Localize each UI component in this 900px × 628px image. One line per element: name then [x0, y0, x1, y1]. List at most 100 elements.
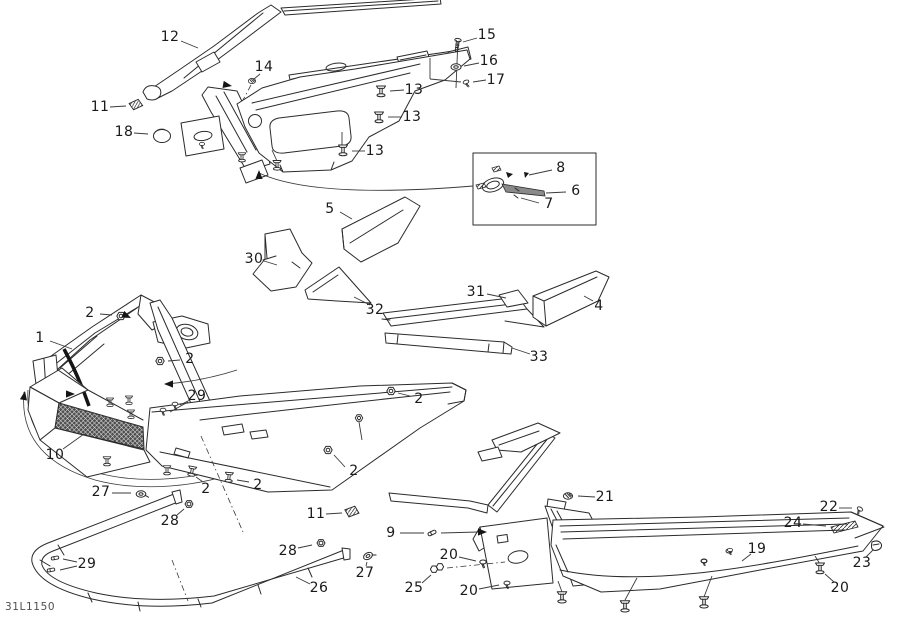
callout-label-7: 7 — [544, 196, 553, 212]
fastener-glyph-hex — [386, 386, 396, 396]
wedge-part-4 — [532, 270, 610, 327]
callout-label-19: 19 — [748, 541, 767, 557]
leader-curve — [258, 172, 474, 191]
fastener-glyph-pin — [50, 555, 60, 561]
fastener-glyph-cap — [153, 128, 171, 143]
leader-line — [478, 584, 500, 590]
pointer-arrowhead-icon — [164, 380, 173, 388]
callout-label-20: 20 — [831, 580, 850, 596]
leader-line — [824, 573, 835, 583]
callout-label-27: 27 — [92, 484, 111, 500]
assembly-stub-line — [440, 531, 479, 534]
assembly-stub-line — [429, 78, 462, 83]
leader-line — [49, 340, 73, 350]
leader-line — [62, 433, 85, 450]
leader-line — [99, 313, 113, 316]
callout-label-1: 1 — [35, 330, 44, 346]
fastener-glyph-screwtop — [562, 492, 574, 500]
leader-line — [545, 191, 567, 194]
bracket-part-30 — [252, 228, 313, 292]
callout-label-22: 22 — [820, 499, 839, 515]
callout-label-9: 9 — [386, 525, 395, 541]
leader-line — [195, 476, 204, 483]
callout-label-20: 20 — [460, 583, 479, 599]
callout-label-27: 27 — [356, 565, 375, 581]
panel-part-32 — [304, 266, 372, 304]
windshield-trim-part-12 — [142, 0, 442, 101]
callout-label-13: 13 — [366, 143, 385, 159]
leader-line — [511, 347, 531, 355]
callout-label-33: 33 — [530, 349, 549, 365]
callout-label-2: 2 — [414, 391, 423, 407]
callout-label-8: 8 — [556, 160, 565, 176]
callout-label-2: 2 — [85, 305, 94, 321]
bottom-pan-part-19 — [388, 422, 885, 593]
fastener-glyph-flanged — [698, 596, 710, 609]
fastener-glyph-flanged — [619, 600, 631, 613]
fastener-glyph-nut — [184, 500, 194, 508]
leader-line — [472, 79, 487, 83]
callout-label-20: 20 — [440, 547, 459, 563]
alignment-dash-line — [171, 559, 189, 602]
assembly-stub-line — [557, 580, 563, 593]
callout-label-18: 18 — [115, 124, 134, 140]
fastener-glyph-small — [854, 505, 864, 516]
leader-line — [333, 454, 346, 468]
callout-label-30: 30 — [245, 251, 264, 267]
callout-label-28: 28 — [279, 543, 298, 559]
callout-label-5: 5 — [325, 201, 334, 217]
leader-line — [263, 260, 278, 266]
grip-strip-part-24 — [830, 520, 859, 534]
leader-line — [389, 89, 405, 92]
leader-line — [176, 508, 185, 516]
fastener-glyph-flanged — [162, 465, 172, 476]
callout-label-17: 17 — [487, 72, 506, 88]
front-bumper-part-1 — [23, 294, 467, 493]
assembly-stub-line — [358, 421, 363, 441]
assembly-stub-line — [703, 575, 713, 598]
callout-label-23: 23 — [853, 555, 872, 571]
fastener-glyph-screwtop — [247, 78, 257, 84]
leader-line — [397, 392, 411, 397]
callout-label-2: 2 — [185, 351, 194, 367]
fastener-glyph-dblnut — [429, 563, 445, 573]
callout-label-10: 10 — [46, 447, 65, 463]
trim-strip-part-33 — [384, 332, 513, 355]
callout-label-15: 15 — [478, 27, 497, 43]
callout-label-14: 14 — [255, 59, 274, 75]
callout-label-13: 13 — [405, 82, 424, 98]
assembly-stub-line — [271, 149, 278, 162]
callout-label-12: 12 — [161, 29, 180, 45]
alignment-dash-line — [242, 84, 252, 101]
leader-line — [59, 565, 78, 571]
leader-line — [486, 293, 507, 299]
fastener-glyph-nutw — [135, 490, 149, 498]
side-panel-part-5 — [341, 196, 421, 263]
callout-label-31: 31 — [467, 284, 486, 300]
fastener-glyph-flanged — [815, 562, 825, 575]
callout-label-4: 4 — [594, 298, 603, 314]
leader-line — [109, 105, 127, 108]
callout-label-29: 29 — [188, 388, 207, 404]
fastener-glyph-washer — [450, 63, 462, 71]
leader-line — [421, 574, 432, 584]
leader-line — [236, 479, 250, 483]
leader-line — [169, 401, 189, 413]
pointer-arrowhead-icon — [19, 390, 29, 401]
callout-label-29: 29 — [78, 556, 97, 572]
leader-line — [741, 553, 752, 562]
fastener-glyph-clip — [344, 505, 360, 518]
callout-label-26: 26 — [310, 580, 329, 596]
assembly-stub-line — [624, 577, 638, 601]
leader-line — [179, 399, 191, 406]
alignment-dash-line — [446, 561, 506, 569]
callout-label-28: 28 — [161, 513, 180, 529]
fastener-glyph-pin — [426, 529, 438, 537]
leader-line — [577, 495, 596, 498]
leader-line — [339, 211, 353, 220]
fastener-glyph-hex — [354, 414, 364, 422]
callout-label-6: 6 — [571, 183, 580, 199]
leader-line — [353, 296, 371, 306]
callout-label-11: 11 — [307, 506, 326, 522]
